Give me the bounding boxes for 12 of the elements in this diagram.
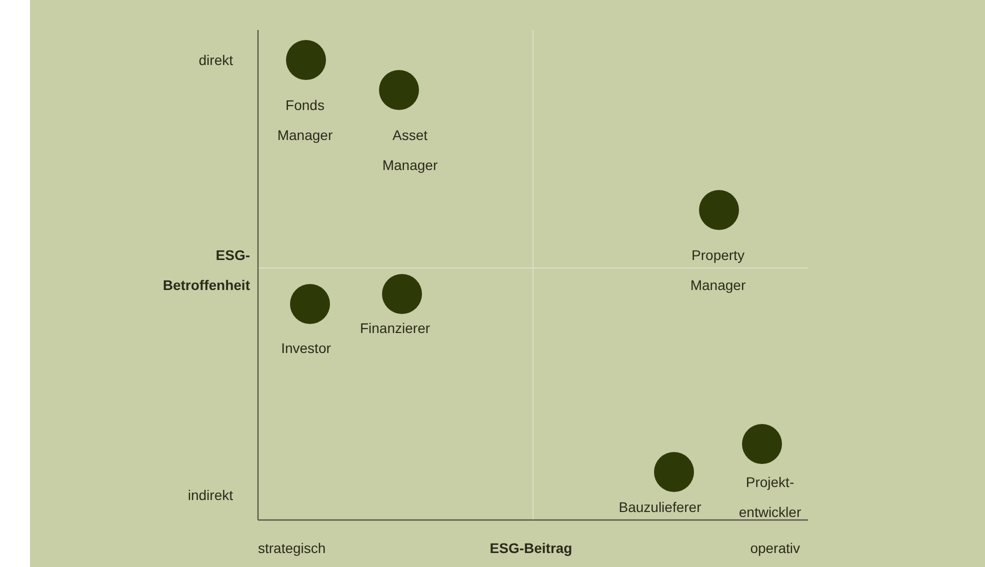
point-label: Bauzulieferer [618, 498, 702, 517]
axis-title: ESG-Beitrag [490, 539, 572, 558]
axis-label: direkt [198, 51, 233, 70]
point-label: Property Manager [689, 246, 747, 295]
axis-label: strategisch [258, 539, 326, 558]
axis-label: operativ [750, 539, 800, 558]
point-label: Finanzierer [358, 319, 432, 338]
point-label: Asset Manager [381, 126, 439, 175]
axis-title: ESG- Betroffenheit [162, 246, 250, 295]
point-label: Investor [280, 339, 332, 358]
axis-label: indirekt [186, 486, 233, 505]
point-label: Fonds Manager [276, 96, 334, 145]
